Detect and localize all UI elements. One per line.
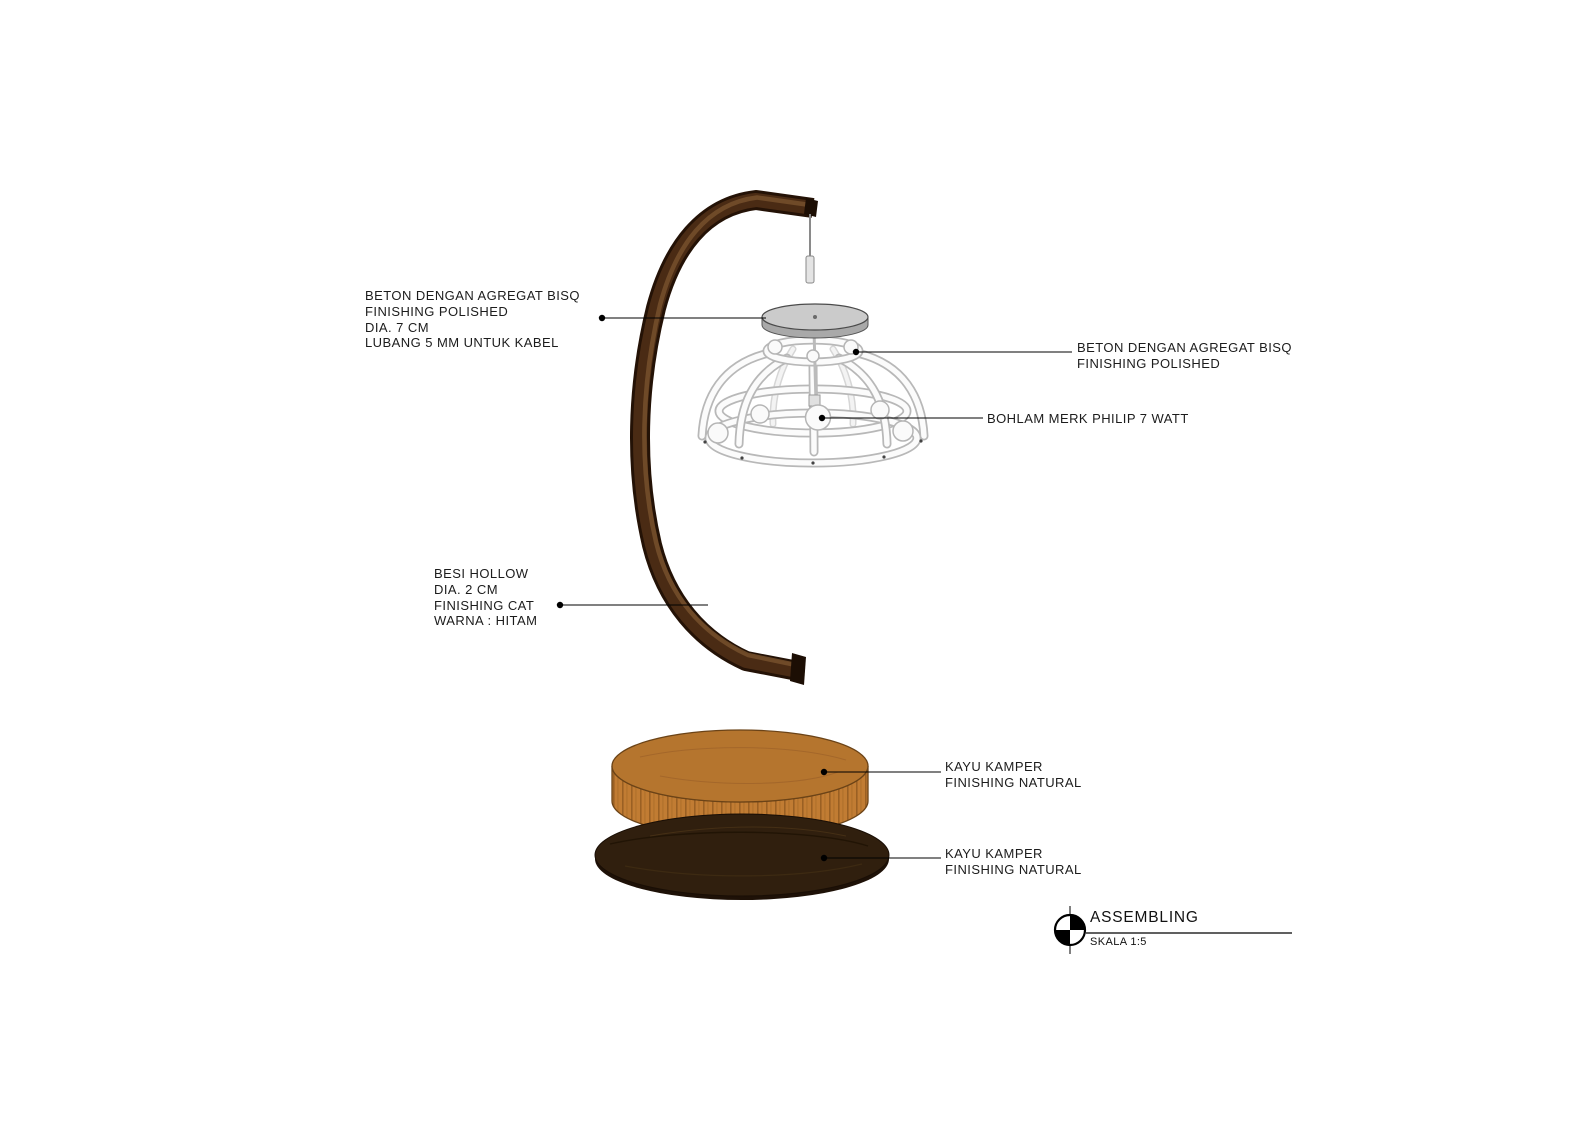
label-line: WARNA : HITAM xyxy=(434,613,538,629)
bulb-small xyxy=(870,400,890,420)
bulb-small xyxy=(892,420,914,442)
label-line: BETON DENGAN AGREGAT BISQ xyxy=(365,288,580,303)
wood-grain-arc xyxy=(639,747,847,761)
label-line: KAYU KAMPER xyxy=(945,759,1043,774)
label-line: KAYU KAMPER xyxy=(945,846,1043,861)
steel-arm xyxy=(630,190,818,685)
label-wood-cylinder: KAYU KAMPER FINISHING NATURAL xyxy=(945,759,1082,791)
leader-dot xyxy=(598,314,606,322)
arm-highlight-path xyxy=(642,195,811,668)
bulb-small xyxy=(767,339,783,355)
label-concrete-disc: BETON DENGAN AGREGAT BISQ FINISHING POLI… xyxy=(365,288,580,351)
lamp-cage xyxy=(697,329,929,468)
fastener-dot xyxy=(811,461,815,465)
label-line: BOHLAM MERK PHILIP 7 WATT xyxy=(987,411,1189,426)
title-block-symbol xyxy=(1053,906,1292,954)
label-concrete-cage: BETON DENGAN AGREGAT BISQ FINISHING POLI… xyxy=(1077,340,1292,372)
label-line: BESI HOLLOW xyxy=(434,566,529,581)
cable-connector xyxy=(805,255,815,284)
base-disc-top xyxy=(594,813,890,897)
arm-foot-end-cap xyxy=(790,653,806,685)
cage-rib xyxy=(836,355,890,447)
hanging-cable xyxy=(805,214,815,284)
leader-lines xyxy=(556,314,1072,862)
label-line: BETON DENGAN AGREGAT BISQ xyxy=(1077,340,1292,355)
bulb-small xyxy=(750,404,770,424)
base-grain-arc xyxy=(624,863,863,877)
fastener-dot xyxy=(703,440,707,444)
bulb-small xyxy=(707,422,729,444)
base-grain-arc xyxy=(609,831,869,847)
leader-dot xyxy=(820,768,828,776)
label-bulb: BOHLAM MERK PHILIP 7 WATT xyxy=(987,411,1189,427)
concrete-disc xyxy=(761,303,869,339)
base-grain-arc xyxy=(649,826,847,837)
bulb-stem xyxy=(812,329,818,404)
label-line: DIA. 2 CM xyxy=(434,581,499,597)
leader-dot xyxy=(820,854,828,862)
leader-dot xyxy=(852,348,860,356)
cage-rib xyxy=(854,350,927,439)
leader-dot xyxy=(556,601,564,609)
label-line: FINISHING CAT xyxy=(434,597,535,613)
drawing-scale: SKALA 1:5 xyxy=(1090,936,1147,948)
arm-top-end-cap xyxy=(804,198,818,217)
cage-rib xyxy=(699,350,772,439)
label-line: DIA. 7 CM xyxy=(365,319,430,335)
label-line: FINISHING POLISHED xyxy=(365,303,509,319)
fastener-dot xyxy=(919,439,923,443)
label-steel-arm: BESI HOLLOW DIA. 2 CM FINISHING CAT WARN… xyxy=(434,566,537,629)
section-marker-quadrant xyxy=(1070,915,1085,930)
section-marker-quadrant xyxy=(1055,930,1070,945)
wood-cylinder-top xyxy=(611,729,869,803)
label-wood-base: KAYU KAMPER FINISHING NATURAL xyxy=(945,846,1082,878)
cable-hole xyxy=(813,315,817,319)
label-line: FINISHING NATURAL xyxy=(945,861,1082,877)
fastener-dot xyxy=(882,455,886,459)
label-line: FINISHING POLISHED xyxy=(1077,355,1221,371)
label-line: LUBANG 5 MM UNTUK KABEL xyxy=(365,335,559,351)
wood-base-disc xyxy=(594,813,890,900)
wood-grain-arc xyxy=(659,771,839,784)
bulb-small xyxy=(806,349,820,363)
leader-dot xyxy=(818,414,826,422)
cage-rib xyxy=(736,355,790,447)
drawing-title: ASSEMBLING xyxy=(1090,909,1199,926)
fastener-dot xyxy=(740,456,744,460)
label-line: FINISHING NATURAL xyxy=(945,774,1082,790)
